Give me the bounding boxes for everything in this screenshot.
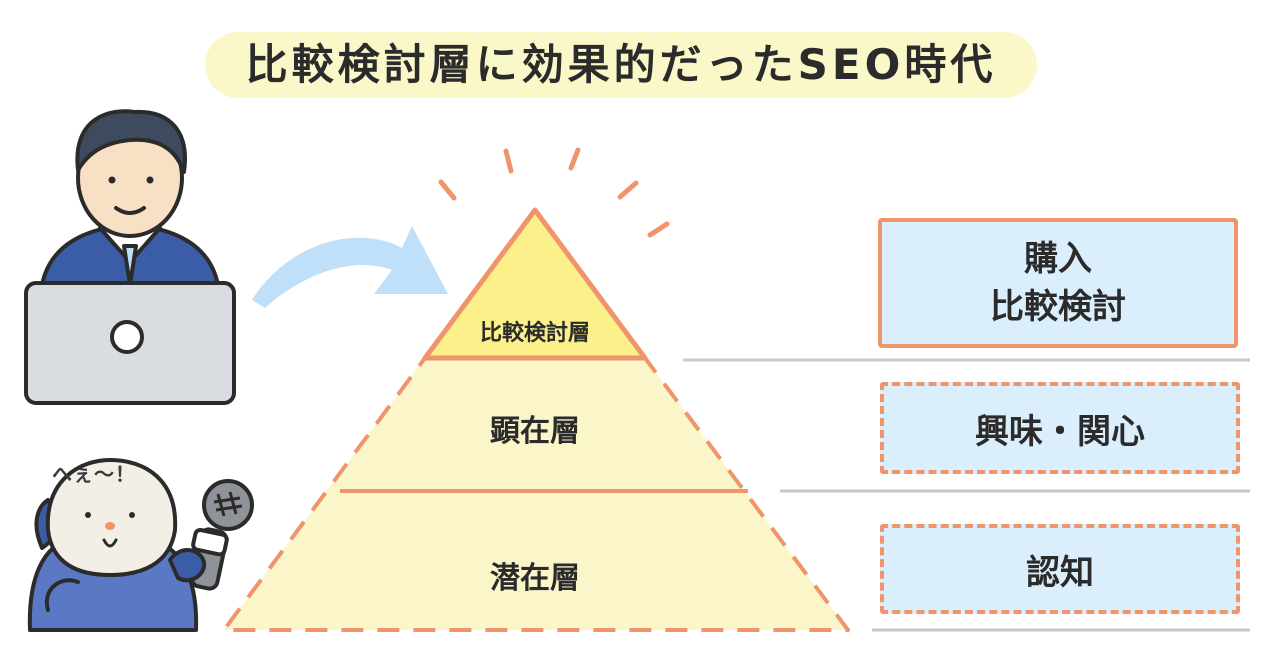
- stage-box-interest: 興味・関心: [880, 382, 1240, 474]
- stage-box-awareness: 認知: [880, 524, 1240, 614]
- title-band: [205, 32, 1037, 98]
- stage-box-purchase: 購入 比較検討: [878, 218, 1238, 348]
- reporter-icon: [27, 458, 199, 632]
- arrow-icon: [252, 226, 448, 308]
- page-title: 比較検討層に効果的だったSEO時代: [245, 40, 997, 89]
- speech-text: へぇ〜！: [52, 462, 136, 486]
- stage-box-label: 興味・関心: [975, 411, 1145, 452]
- pyramid-top: [422, 207, 648, 361]
- microphone-icon: [168, 479, 254, 591]
- businessman-icon: [40, 109, 220, 287]
- sparkle-icon: [438, 147, 670, 238]
- stage-box-line: 比較検討: [990, 287, 1126, 327]
- stage-box-line: 購入: [1024, 239, 1092, 279]
- laptop-icon: [24, 281, 236, 405]
- layer-label-manifest: 顕在層: [490, 414, 580, 449]
- layer-label-latent: 潜在層: [490, 561, 580, 596]
- stage-box-label: 認知: [1026, 552, 1094, 593]
- layer-label-comparison: 比較検討層: [479, 321, 590, 346]
